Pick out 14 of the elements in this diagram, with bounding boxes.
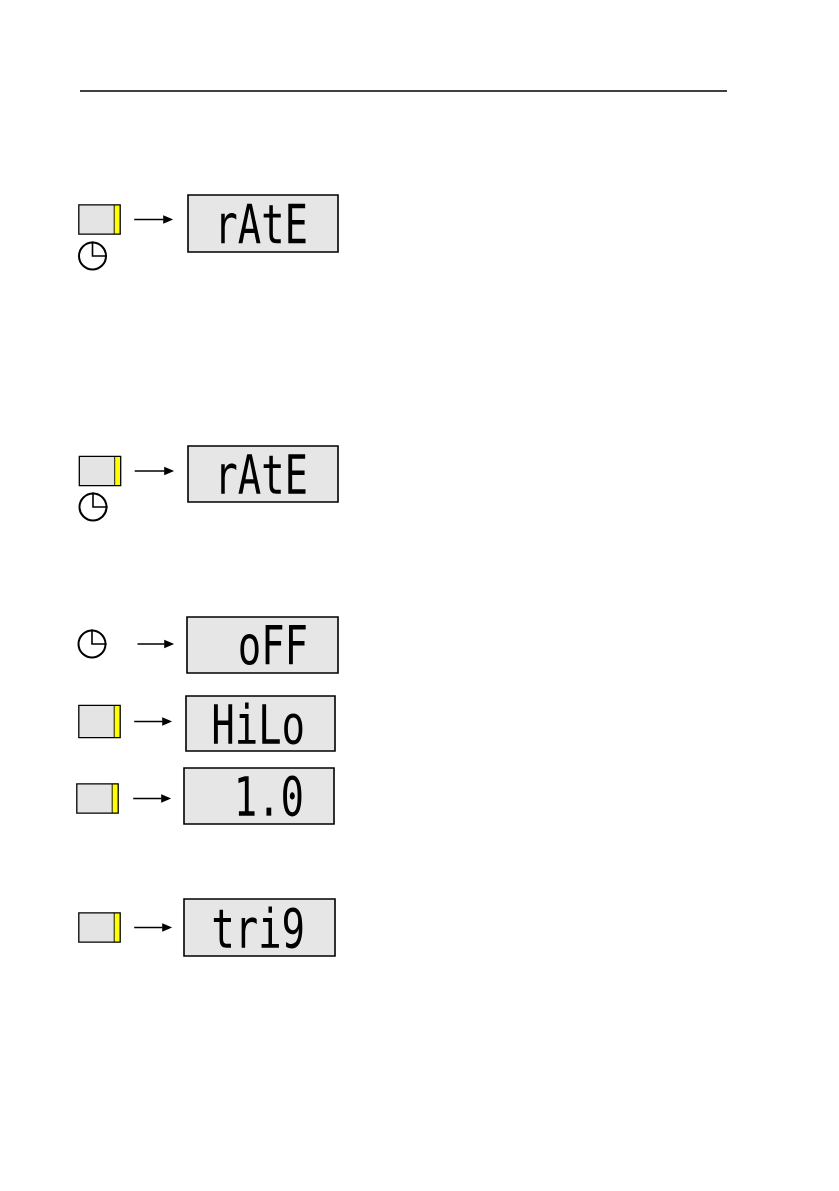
button-icon [78, 912, 121, 943]
lcd-display: rAtE [187, 194, 339, 253]
lcd-display: tri9 [183, 898, 336, 957]
clock-icon [77, 628, 108, 659]
lcd-display: oFF [186, 616, 339, 674]
button-icon [76, 783, 119, 814]
lcd-display: HiLo [185, 695, 336, 752]
clock-icon [78, 240, 108, 271]
button-icon [78, 704, 121, 739]
lcd-display: 1.0 [183, 767, 335, 825]
lcd-display: rAtE [187, 445, 339, 503]
clock-icon [78, 491, 109, 522]
button-icon [78, 455, 122, 487]
button-icon [78, 204, 121, 235]
